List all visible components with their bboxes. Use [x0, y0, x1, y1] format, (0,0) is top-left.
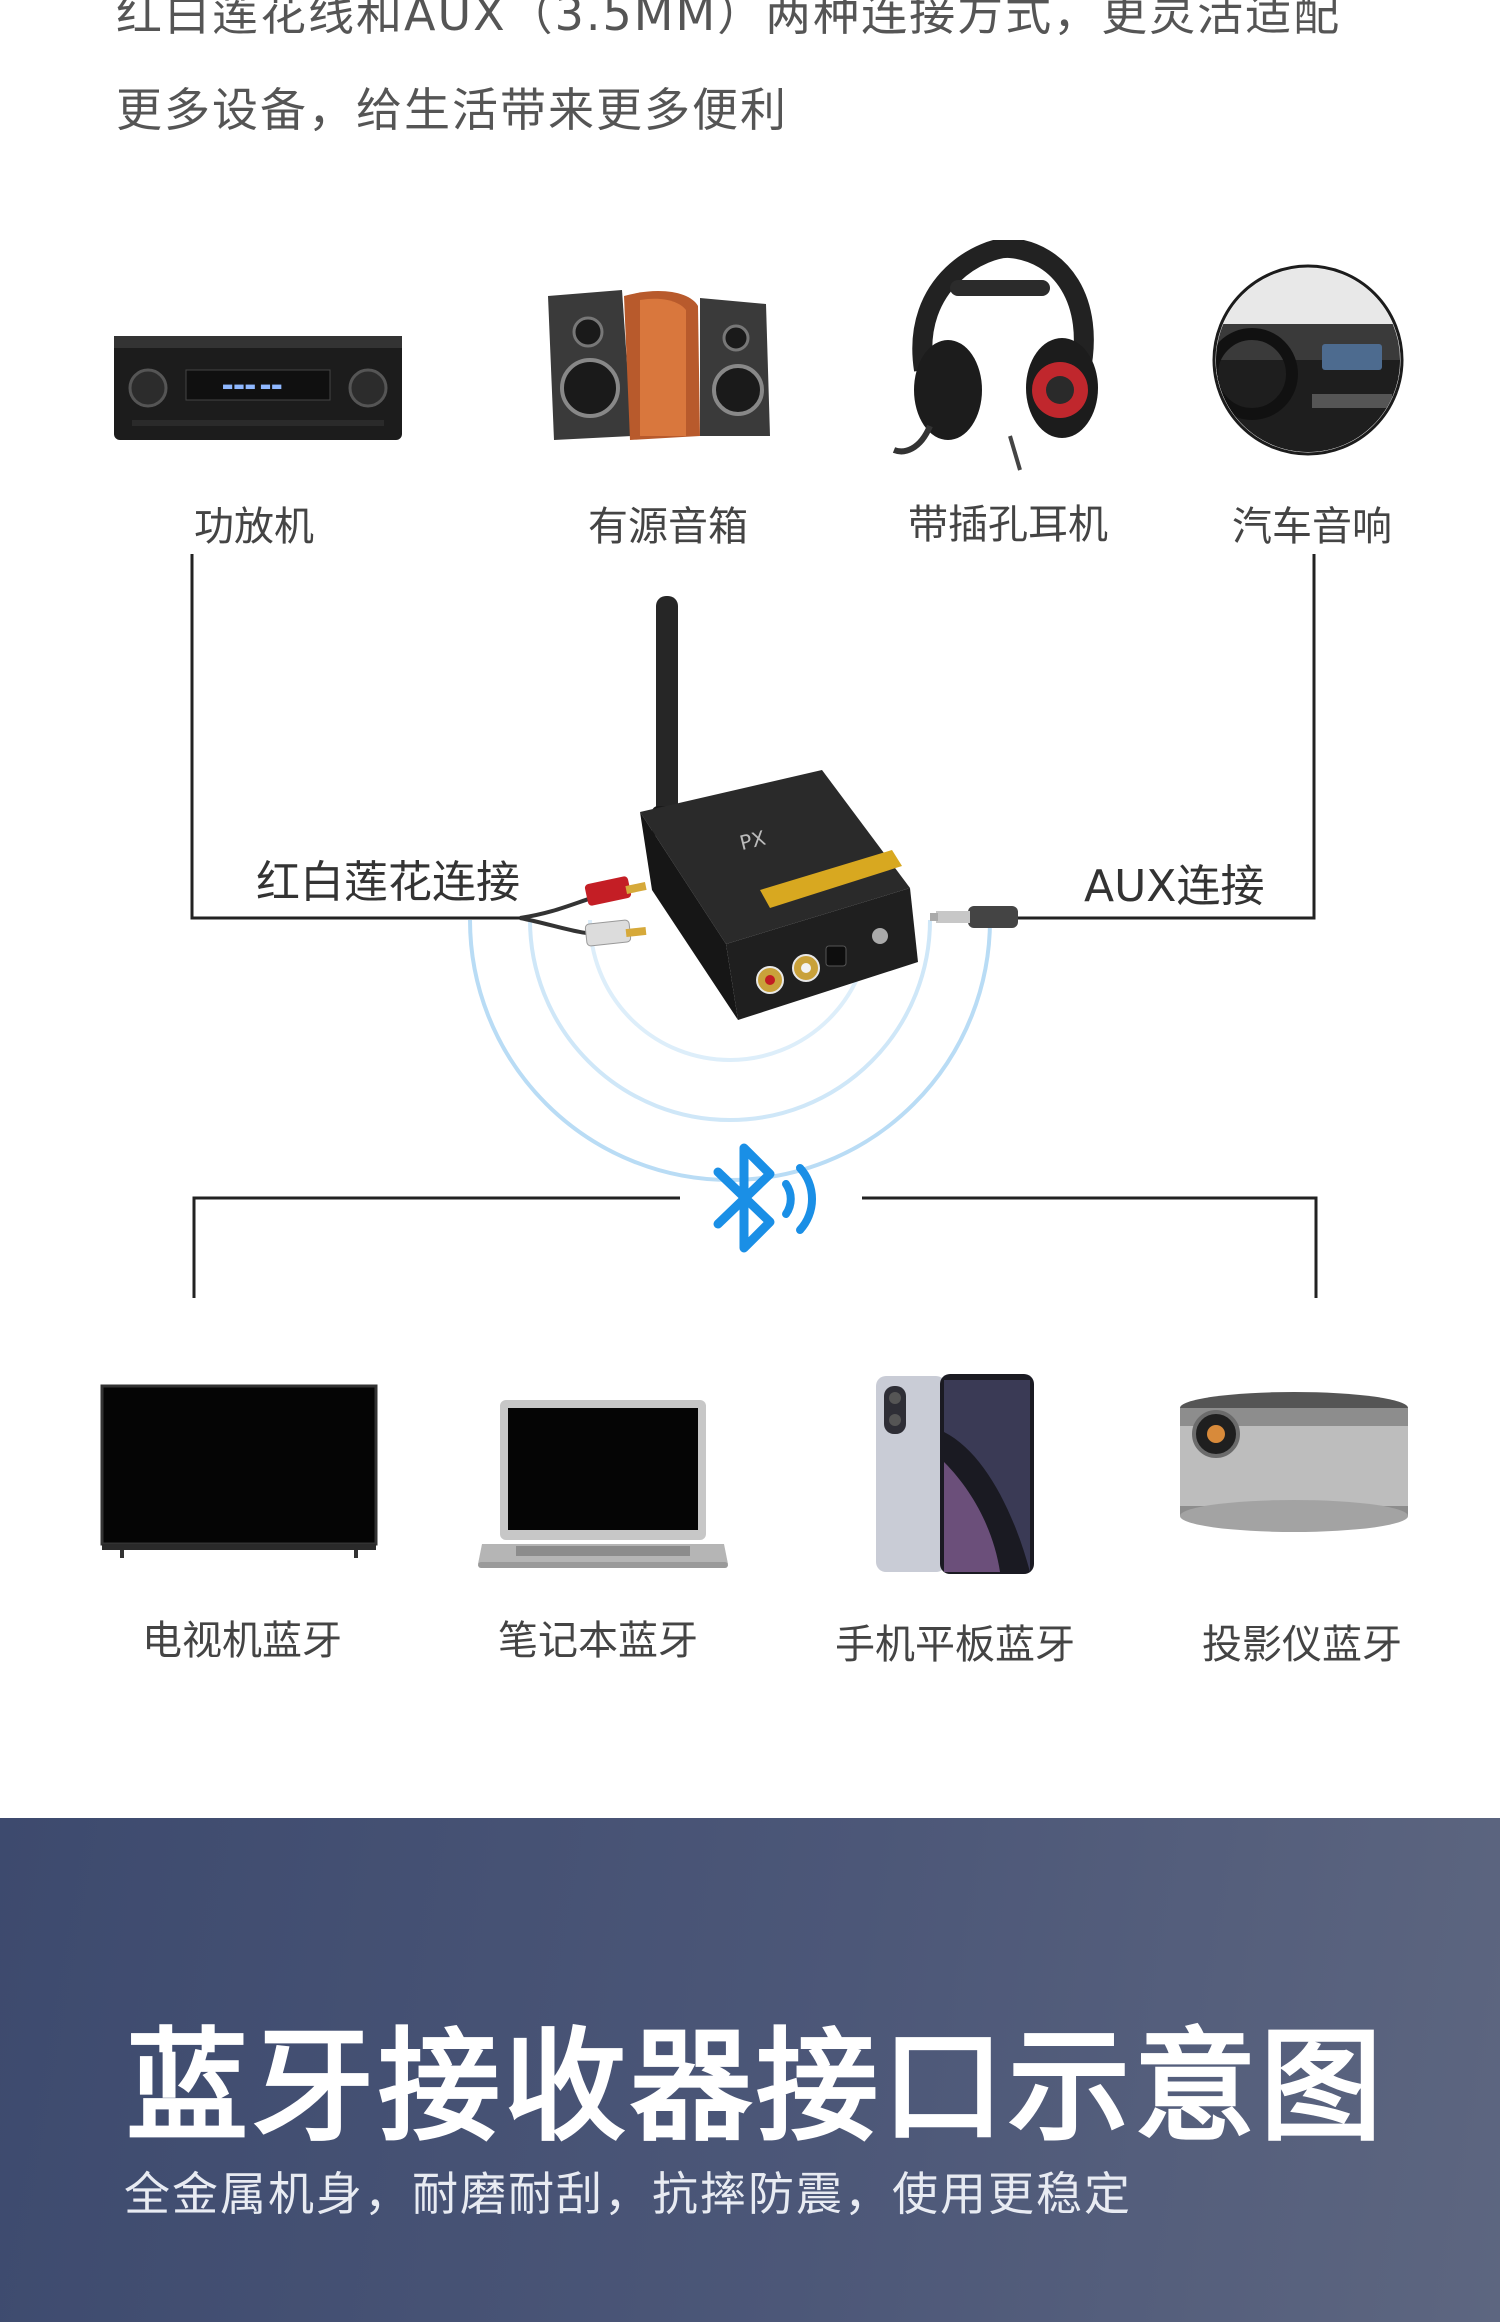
connection-diagram: PX — [190, 554, 1318, 1298]
rca-plugs-icon — [519, 876, 647, 947]
source-device-label-phone: 手机平板蓝牙 — [835, 1622, 1075, 1668]
aux-connection-label: AUX连接 — [1084, 861, 1265, 912]
aux-connection-line — [1018, 554, 1316, 920]
source-device-label-projector: 投影仪蓝牙 — [1202, 1622, 1402, 1668]
laptop-icon — [478, 1400, 728, 1568]
intro-line-1: 红白莲花线和AUX（3.5MM）两种连接方式，更灵活适配 — [116, 0, 1342, 41]
output-device-label-car-audio: 汽车音响 — [1232, 504, 1392, 550]
phone-icon — [876, 1374, 1034, 1574]
bottom-title: 蓝牙接收器接口示意图 — [126, 2016, 1386, 2158]
rca-connection-line — [190, 554, 520, 920]
source-device-label-laptop: 笔记本蓝牙 — [498, 1618, 698, 1664]
signal-wave-middle — [528, 919, 932, 1122]
source-device-label-tv: 电视机蓝牙 — [142, 1618, 342, 1664]
output-device-label-speakers: 有源音箱 — [588, 504, 748, 550]
rca-connection-label: 红白莲花连接 — [256, 857, 520, 908]
intro-line-2: 更多设备，给生活带来更多便利 — [116, 83, 788, 137]
bottom-banner: 蓝牙接收器接口示意图 全金属机身，耐磨耐刮，抗摔防震，使用更稳定 — [0, 1818, 1500, 2322]
output-device-label-amplifier: 功放机 — [194, 504, 314, 550]
source-connection-line-left — [192, 1196, 680, 1298]
bluetooth-receiver-icon — [640, 596, 918, 1020]
projector-icon — [1180, 1392, 1408, 1532]
source-connection-line-right — [862, 1196, 1318, 1298]
speakers-icon — [548, 290, 770, 440]
tv-icon — [100, 1384, 378, 1558]
output-device-label-headphones: 带插孔耳机 — [908, 502, 1108, 548]
headphones-icon — [892, 240, 1098, 471]
amplifier-icon: ▬▬▬ ▬▬ — [114, 336, 402, 440]
aux-plug-icon — [930, 906, 1018, 928]
signal-wave-inner — [588, 919, 872, 1062]
bluetooth-icon — [713, 1143, 816, 1253]
car-audio-icon — [1212, 264, 1404, 456]
bottom-subtitle: 全金属机身，耐磨耐刮，抗摔防震，使用更稳定 — [124, 2167, 1132, 2221]
svg-text:▬▬▬ ▬▬: ▬▬▬ ▬▬ — [222, 379, 283, 393]
